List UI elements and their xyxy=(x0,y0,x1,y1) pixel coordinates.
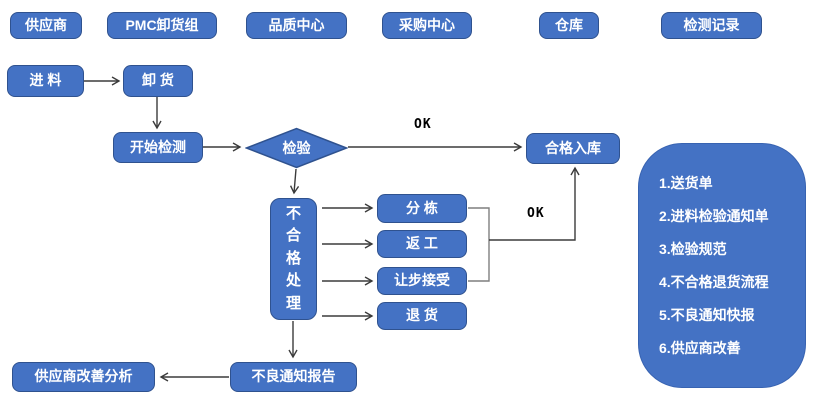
panel-item-nonconforming-return-process: 4.不合格退货流程 xyxy=(659,274,769,290)
lane-quality-center: 品质中心 xyxy=(246,12,347,39)
panel-item-defect-notice-bulletin: 5.不良通知快报 xyxy=(659,307,755,323)
lane-warehouse: 仓库 xyxy=(539,12,599,39)
node-return-goods: 退 货 xyxy=(377,302,467,330)
panel-item-incoming-inspection-notice: 2.进料检验通知单 xyxy=(659,208,769,224)
ok-label-branch: OK xyxy=(527,206,545,221)
node-supplier-improvement-analysis: 供应商改善分析 xyxy=(12,362,155,392)
node-concession-accept: 让步接受 xyxy=(377,267,467,295)
node-rework: 返 工 xyxy=(377,230,467,258)
node-start-inspection: 开始检测 xyxy=(113,132,203,163)
node-nonconforming-handling: 不合格处理 xyxy=(270,198,317,320)
node-qualified-storage: 合格入库 xyxy=(526,133,620,164)
node-defect-notice-report: 不良通知报告 xyxy=(230,362,357,392)
panel-item-inspection-specification: 3.检验规范 xyxy=(659,241,727,257)
node-unloading: 卸 货 xyxy=(123,65,193,97)
lane-inspection-record: 检测记录 xyxy=(661,12,762,39)
ok-label-pass: OK xyxy=(414,117,432,132)
lane-pmc-unloading-group: PMC卸货组 xyxy=(107,12,217,39)
node-incoming-material: 进 料 xyxy=(7,65,84,97)
panel-item-delivery-note: 1.送货单 xyxy=(659,175,713,191)
documents-panel: 1.送货单 2.进料检验通知单 3.检验规范 4.不合格退货流程 5.不良通知快… xyxy=(638,143,806,388)
lane-supplier: 供应商 xyxy=(10,12,82,39)
lane-purchasing-center: 采购中心 xyxy=(382,12,472,39)
node-inspection-label: 检验 xyxy=(282,140,311,156)
diamond-shape xyxy=(245,127,348,169)
panel-item-supplier-improvement: 6.供应商改善 xyxy=(659,340,741,356)
node-inspection-decision: 检验 xyxy=(245,127,348,169)
node-nonconforming-handling-label: 不合格处理 xyxy=(285,204,301,312)
node-sorting: 分 栋 xyxy=(377,194,467,223)
